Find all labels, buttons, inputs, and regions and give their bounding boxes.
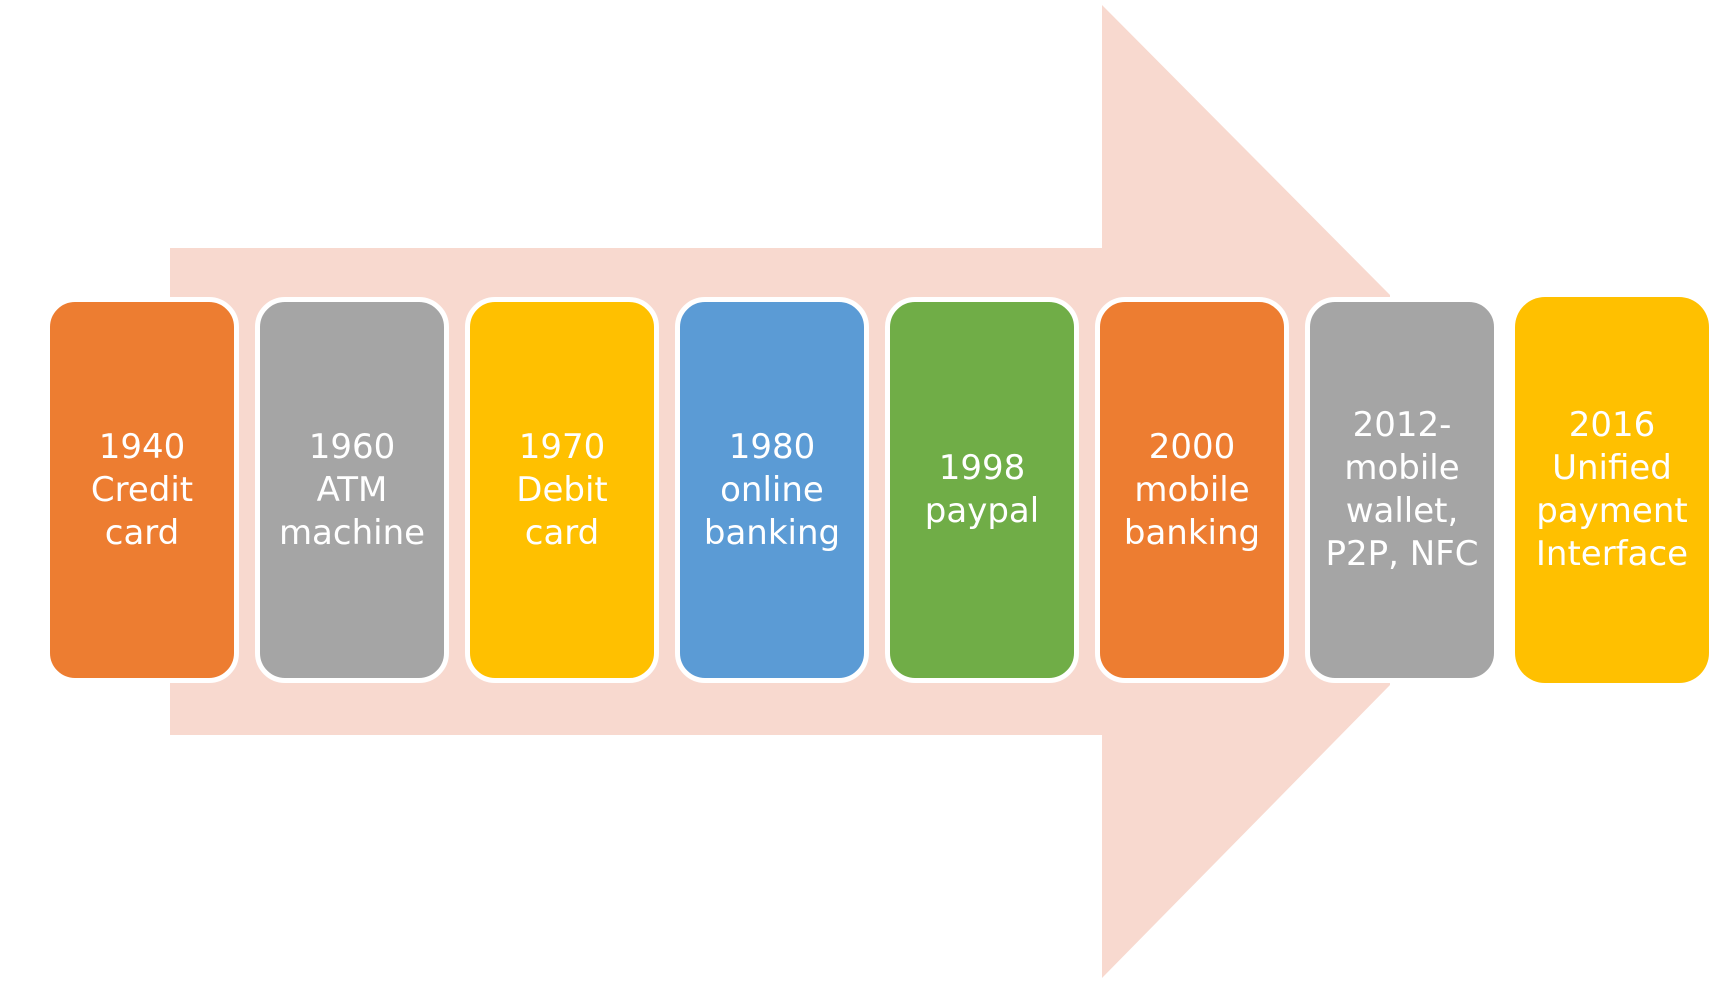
stage-box-1970: 1970 Debit card xyxy=(465,297,659,683)
stage-box-1980: 1980 online banking xyxy=(675,297,869,683)
stage-label: 2000 mobile banking xyxy=(1123,426,1261,553)
stage-box-1960: 1960 ATM machine xyxy=(255,297,449,683)
stage-box-2000: 2000 mobile banking xyxy=(1095,297,1289,683)
stage-label: 1970 Debit card xyxy=(516,426,608,553)
stage-box-1940: 1940 Credit card xyxy=(45,297,239,683)
stage-box-2012: 2012- mobile wallet, P2P, NFC xyxy=(1305,297,1499,683)
stage-label: 2012- mobile wallet, P2P, NFC xyxy=(1325,405,1479,574)
stage-label: 1960 ATM machine xyxy=(278,426,426,553)
stage-box-2016: 2016 Unified payment Interface xyxy=(1515,297,1709,683)
stage-label: 1980 online banking xyxy=(703,426,841,553)
stage-label: 1940 Credit card xyxy=(90,426,194,553)
stage-box-1998: 1998 paypal xyxy=(885,297,1079,683)
stage-label: 1998 paypal xyxy=(924,448,1040,531)
stage-label: 2016 Unified payment Interface xyxy=(1535,405,1689,574)
